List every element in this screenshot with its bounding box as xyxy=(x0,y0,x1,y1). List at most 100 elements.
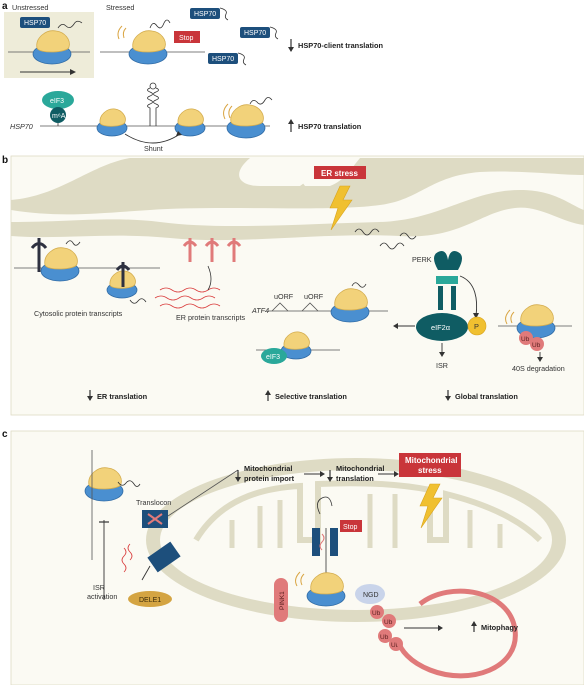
cristae-folds xyxy=(229,494,503,548)
autophagosome-membrane xyxy=(395,588,518,679)
hsp70-tag: HSP70 xyxy=(20,17,50,28)
mito-translation-label-1: Mitochondrial xyxy=(336,464,384,473)
svg-text:HSP70: HSP70 xyxy=(194,11,216,18)
eif2a-arrow-head xyxy=(393,323,398,329)
nascent-c xyxy=(117,480,141,487)
isr-activation-label-1: ISR xyxy=(93,583,105,592)
perk-label: PERK xyxy=(412,255,432,264)
ub-c-1 xyxy=(370,605,384,619)
mito-translation-label-2: translation xyxy=(336,474,374,483)
isr-label: ISR xyxy=(436,361,448,370)
eif3-label: eIF3 xyxy=(50,98,64,105)
stress-wave-icon-b xyxy=(505,309,515,325)
cyto-nascent-2 xyxy=(129,298,147,304)
flow-arrow-head-2 xyxy=(394,471,399,477)
down-arrow-icon xyxy=(288,47,294,52)
ub-c-2 xyxy=(382,614,396,628)
import-label-2: protein import xyxy=(244,474,295,483)
ub-b-1 xyxy=(519,331,533,345)
ngd-label: NGD xyxy=(363,592,379,599)
panel-c-letter: c xyxy=(2,429,8,440)
er-membrane-lower xyxy=(11,190,584,241)
mitophagy-up-icon xyxy=(471,621,477,626)
hsp70-translation-label: HSP70 translation xyxy=(298,122,362,131)
ub-c-2-label: Ub xyxy=(384,619,393,626)
shunt-label: Shunt xyxy=(144,144,163,153)
ribosome-scanning xyxy=(96,108,128,137)
nascent-chain-stressed xyxy=(149,19,171,29)
trans-down-icon xyxy=(327,477,333,482)
svg-text:Stop: Stop xyxy=(179,35,194,42)
shunt-arrow-head xyxy=(176,131,182,136)
degradation-label: 40S degradation xyxy=(512,364,565,373)
ub-b-1-label: Ub xyxy=(521,336,530,343)
eif3-b-label: eIF3 xyxy=(266,354,280,361)
unfolded-proteins xyxy=(354,228,417,250)
isr-activation-label-2: activation xyxy=(87,592,117,601)
uorf-2-label: uORF xyxy=(304,292,324,301)
stop-c-label: Stop xyxy=(343,524,358,531)
er-down-arrow-icon xyxy=(87,396,93,401)
sel-up-arrow-icon xyxy=(265,390,271,395)
uorf-bumps xyxy=(271,302,319,312)
hsp70-gene-label: HSP70 xyxy=(10,122,33,131)
er-mrna-squiggles xyxy=(154,287,221,309)
translocon-block-icon xyxy=(147,513,163,525)
mito-stress-box xyxy=(399,453,461,477)
cyto-nascent xyxy=(65,240,81,246)
perk-membrane-segment xyxy=(436,276,458,284)
ngd-complex xyxy=(355,584,385,604)
tom-right xyxy=(330,528,338,556)
ub-c-3 xyxy=(378,629,392,643)
dele1-protein xyxy=(128,591,172,607)
er-arrow xyxy=(207,265,212,291)
mitophagy-arrow-head xyxy=(438,625,443,631)
hsp70-free-2: HSP70 xyxy=(239,26,279,40)
perk-tm-2 xyxy=(451,286,456,310)
dele1-arrow xyxy=(141,565,151,581)
ub-c-1-label: Ub xyxy=(372,610,381,617)
dele1-squiggle xyxy=(121,543,133,573)
stress-wave-icon xyxy=(117,25,127,40)
unstressed-label: Unstressed xyxy=(12,3,48,12)
mito-stress-label-2: stress xyxy=(418,466,442,475)
up-arrow-icon xyxy=(288,119,294,124)
atf4-label: ATF4 xyxy=(251,306,269,315)
ribosome-shunted xyxy=(174,108,206,137)
stop-sign: Stop xyxy=(174,31,200,43)
hsp70-free-3: HSP70 xyxy=(207,52,247,66)
er-fold xyxy=(296,183,334,204)
panel-b-letter: b xyxy=(2,155,8,166)
cytosolic-label: Cytosolic protein transcripts xyxy=(34,309,123,318)
hsp70-free-1: HSP70 xyxy=(189,7,229,21)
deg-arrow-head xyxy=(537,357,543,362)
hairpin-structure xyxy=(147,87,159,126)
translocon-2 xyxy=(115,262,131,287)
svg-text:HSP70: HSP70 xyxy=(24,20,46,27)
eif3-bound xyxy=(261,348,287,364)
er-stress-label: ER stress xyxy=(321,169,358,178)
global-label: Global translation xyxy=(455,392,518,401)
panel-c: c ISR activation Translocon DELE1 Mitoch… xyxy=(2,429,584,686)
uorf-1-label: uORF xyxy=(274,292,294,301)
pink1-label: PINK1 xyxy=(279,591,286,610)
nascent-hsp70 xyxy=(249,97,273,105)
selective-label: Selective translation xyxy=(275,392,347,401)
ub-b-2 xyxy=(530,337,544,351)
stop-sign-c xyxy=(340,520,362,532)
translocon-1 xyxy=(30,238,48,272)
free-translocons xyxy=(182,238,242,262)
svg-text:HSP70: HSP70 xyxy=(244,30,266,37)
ribosome-stressed xyxy=(128,30,168,65)
er-translation-label: ER translation xyxy=(97,392,148,401)
panel-a: a Unstressed Stressed HSP70 Stop HSP70 H… xyxy=(2,1,383,153)
er-transcripts-label: ER protein transcripts xyxy=(176,313,246,322)
dele1-label: DELE1 xyxy=(139,597,161,604)
isr-arrow-head xyxy=(439,352,445,357)
panel-b: b ER stress Cytosolic protein transcript… xyxy=(2,155,584,416)
import-label-1: Mitochondrial xyxy=(244,464,292,473)
atf4-nascent xyxy=(351,282,367,288)
er-stress-box xyxy=(314,166,366,179)
svg-text:HSP70: HSP70 xyxy=(212,56,234,63)
perk-receptor xyxy=(434,251,462,270)
